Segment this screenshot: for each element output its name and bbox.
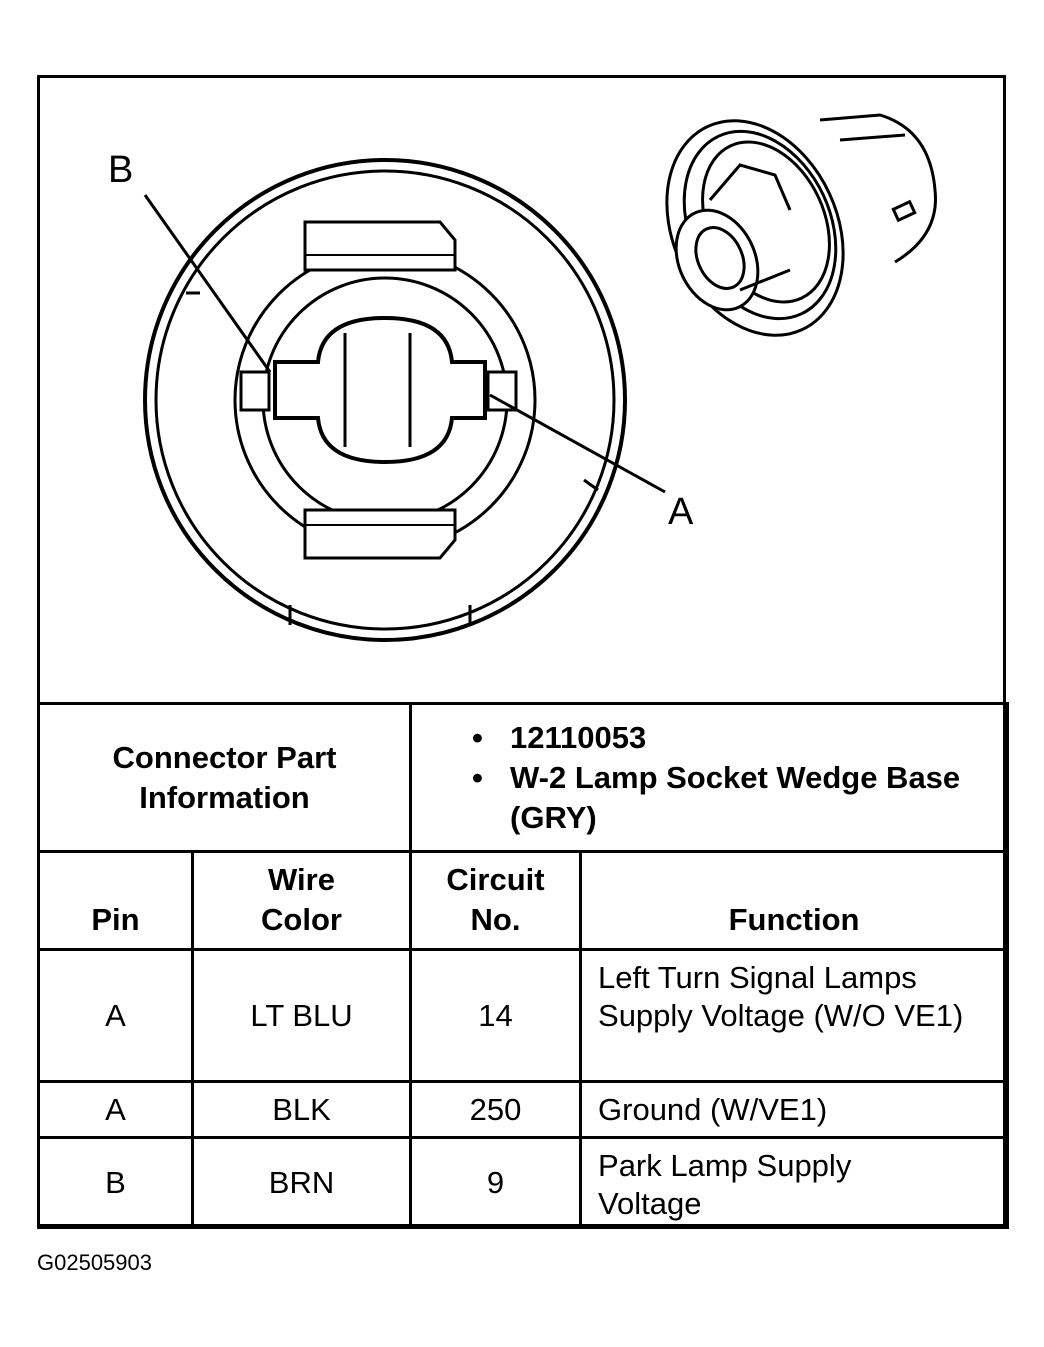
lamp-socket-illustration bbox=[665, 113, 937, 337]
function-cell: Ground (W/VE1) bbox=[579, 1080, 1010, 1139]
connector-outer-ring bbox=[143, 158, 627, 642]
connector-part-number: 12110053 bbox=[472, 718, 1006, 758]
header-wire-color: Wire Color bbox=[190, 850, 413, 951]
terminal-b bbox=[239, 370, 271, 412]
pin-cell: A bbox=[37, 1080, 194, 1139]
callout-label-b: B bbox=[108, 149, 133, 191]
connector-description: W-2 Lamp Socket Wedge Base (GRY) bbox=[472, 758, 1006, 838]
bottom-lock-tab bbox=[303, 508, 457, 560]
bulb-socket-opening bbox=[273, 315, 487, 465]
header-circuit: Circuit No. bbox=[409, 850, 583, 951]
pin-cell: A bbox=[37, 948, 194, 1083]
circuit-cell: 250 bbox=[409, 1080, 583, 1139]
connector-outer-ring-inner bbox=[154, 169, 616, 631]
function-cell: Park Lamp Supply Voltage bbox=[579, 1136, 1010, 1229]
wire-color-cell: BLK bbox=[190, 1080, 413, 1139]
table-row: A LT BLU 14 Left Turn Signal Lamps Suppl… bbox=[37, 948, 1010, 1083]
header-pin: Pin bbox=[37, 850, 194, 951]
table-row: B BRN 9 Park Lamp Supply Voltage bbox=[37, 1136, 1010, 1229]
callout-label-a: A bbox=[668, 491, 694, 533]
wire-color-cell: LT BLU bbox=[190, 948, 413, 1083]
circuit-cell: 14 bbox=[409, 948, 583, 1083]
callout-line-b bbox=[143, 194, 272, 373]
function-cell: Left Turn Signal Lamps Supply Voltage (W… bbox=[579, 948, 1010, 1083]
table-row: A BLK 250 Ground (W/VE1) bbox=[37, 1080, 1010, 1139]
connector-info-label: Connector Part Information bbox=[36, 702, 413, 853]
wire-color-cell: BRN bbox=[190, 1136, 413, 1229]
connector-face-diagram: B A bbox=[108, 113, 937, 642]
figure-id: G02505903 bbox=[37, 1250, 152, 1275]
circuit-cell: 9 bbox=[409, 1136, 583, 1229]
header-function: Function bbox=[579, 850, 1010, 951]
top-lock-tab bbox=[303, 220, 457, 272]
terminal-a bbox=[486, 370, 518, 412]
pin-cell: B bbox=[37, 1136, 194, 1229]
connector-info-list: 12110053 W-2 Lamp Socket Wedge Base (GRY… bbox=[409, 702, 1010, 853]
connector-pin-table: Connector Part Information 12110053 W-2 … bbox=[36, 702, 1010, 1229]
callout-line-a bbox=[489, 393, 666, 494]
